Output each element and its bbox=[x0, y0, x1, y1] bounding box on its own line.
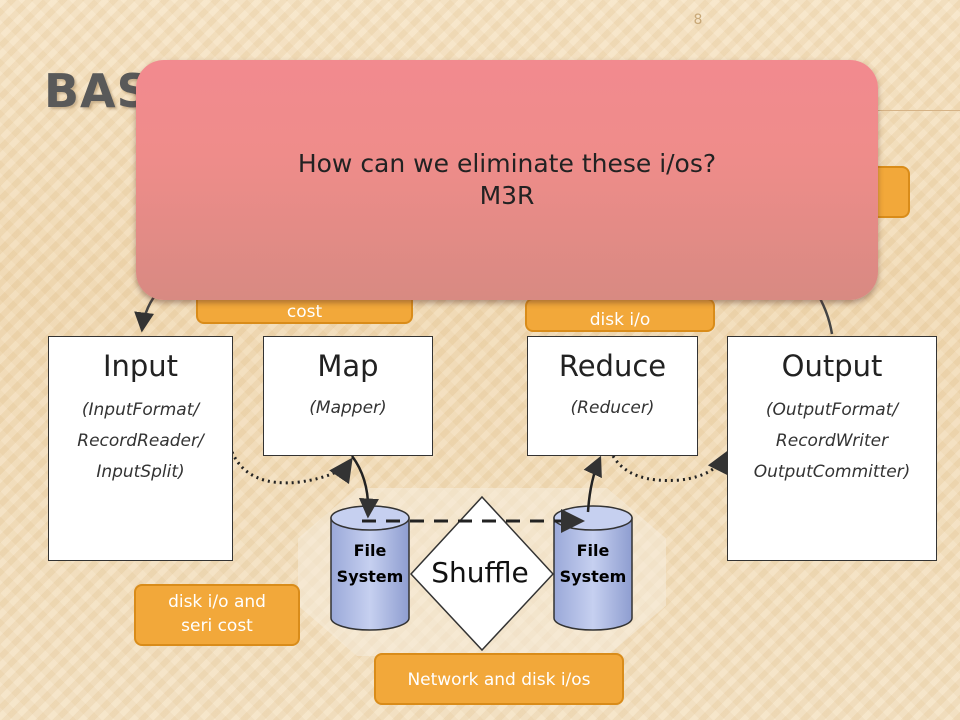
output-title: Output bbox=[781, 349, 883, 383]
slide-number: 8 bbox=[693, 12, 703, 28]
note-disk-io-seri-cost: disk i/o and seri cost bbox=[134, 584, 300, 646]
file-system-right-line1: File bbox=[576, 541, 610, 560]
output-box: Output (OutputFormat/ RecordWriter Outpu… bbox=[727, 336, 937, 561]
file-system-right-label: File System bbox=[554, 538, 632, 590]
title-rule bbox=[870, 110, 960, 111]
question-callout: How can we eliminate these i/os? M3R bbox=[136, 60, 878, 300]
output-line-2: RecordWriter bbox=[775, 431, 889, 451]
arrow-map-to-fs bbox=[350, 455, 379, 519]
input-line-1: (InputFormat/ bbox=[81, 400, 200, 420]
map-line-1: (Mapper) bbox=[309, 398, 387, 418]
file-system-left-line2: System bbox=[336, 567, 404, 586]
note-cost-text: cost bbox=[286, 302, 323, 322]
file-system-right-line2: System bbox=[559, 567, 627, 586]
output-line-3: OutputCommitter) bbox=[753, 462, 911, 482]
shuffle-label: Shuffle bbox=[431, 556, 529, 589]
note-disk-io: disk i/o bbox=[525, 298, 715, 332]
reduce-box: Reduce (Reducer) bbox=[527, 336, 698, 456]
dotted-arrow-reduce-output bbox=[611, 449, 730, 482]
note-network: Network and disk i/os bbox=[374, 653, 624, 705]
input-title: Input bbox=[102, 349, 179, 383]
input-line-2: RecordReader/ bbox=[77, 431, 204, 451]
note-disk-io-text: disk i/o bbox=[589, 310, 651, 330]
dotted-arrow-input-map bbox=[230, 451, 353, 485]
note-network-text: Network and disk i/os bbox=[407, 670, 591, 690]
arrow-fs-to-reduce bbox=[583, 455, 602, 513]
file-system-left-label: File System bbox=[331, 538, 409, 590]
callout-answer: M3R bbox=[479, 181, 535, 210]
note-seri-line1: disk i/o and bbox=[168, 592, 266, 612]
map-box: Map (Mapper) bbox=[263, 336, 433, 456]
callout-question: How can we eliminate these i/os? bbox=[297, 149, 717, 178]
shuffle-diamond bbox=[409, 495, 555, 652]
reduce-title: Reduce bbox=[558, 349, 667, 383]
output-line-1: (OutputFormat/ bbox=[765, 400, 899, 420]
reduce-line-1: (Reducer) bbox=[570, 398, 655, 418]
note-seri-line2: seri cost bbox=[181, 616, 253, 636]
input-line-3: InputSplit) bbox=[96, 462, 185, 482]
input-box: Input (InputFormat/ RecordReader/ InputS… bbox=[48, 336, 233, 561]
file-system-left-line1: File bbox=[353, 541, 387, 560]
map-title: Map bbox=[317, 349, 379, 383]
